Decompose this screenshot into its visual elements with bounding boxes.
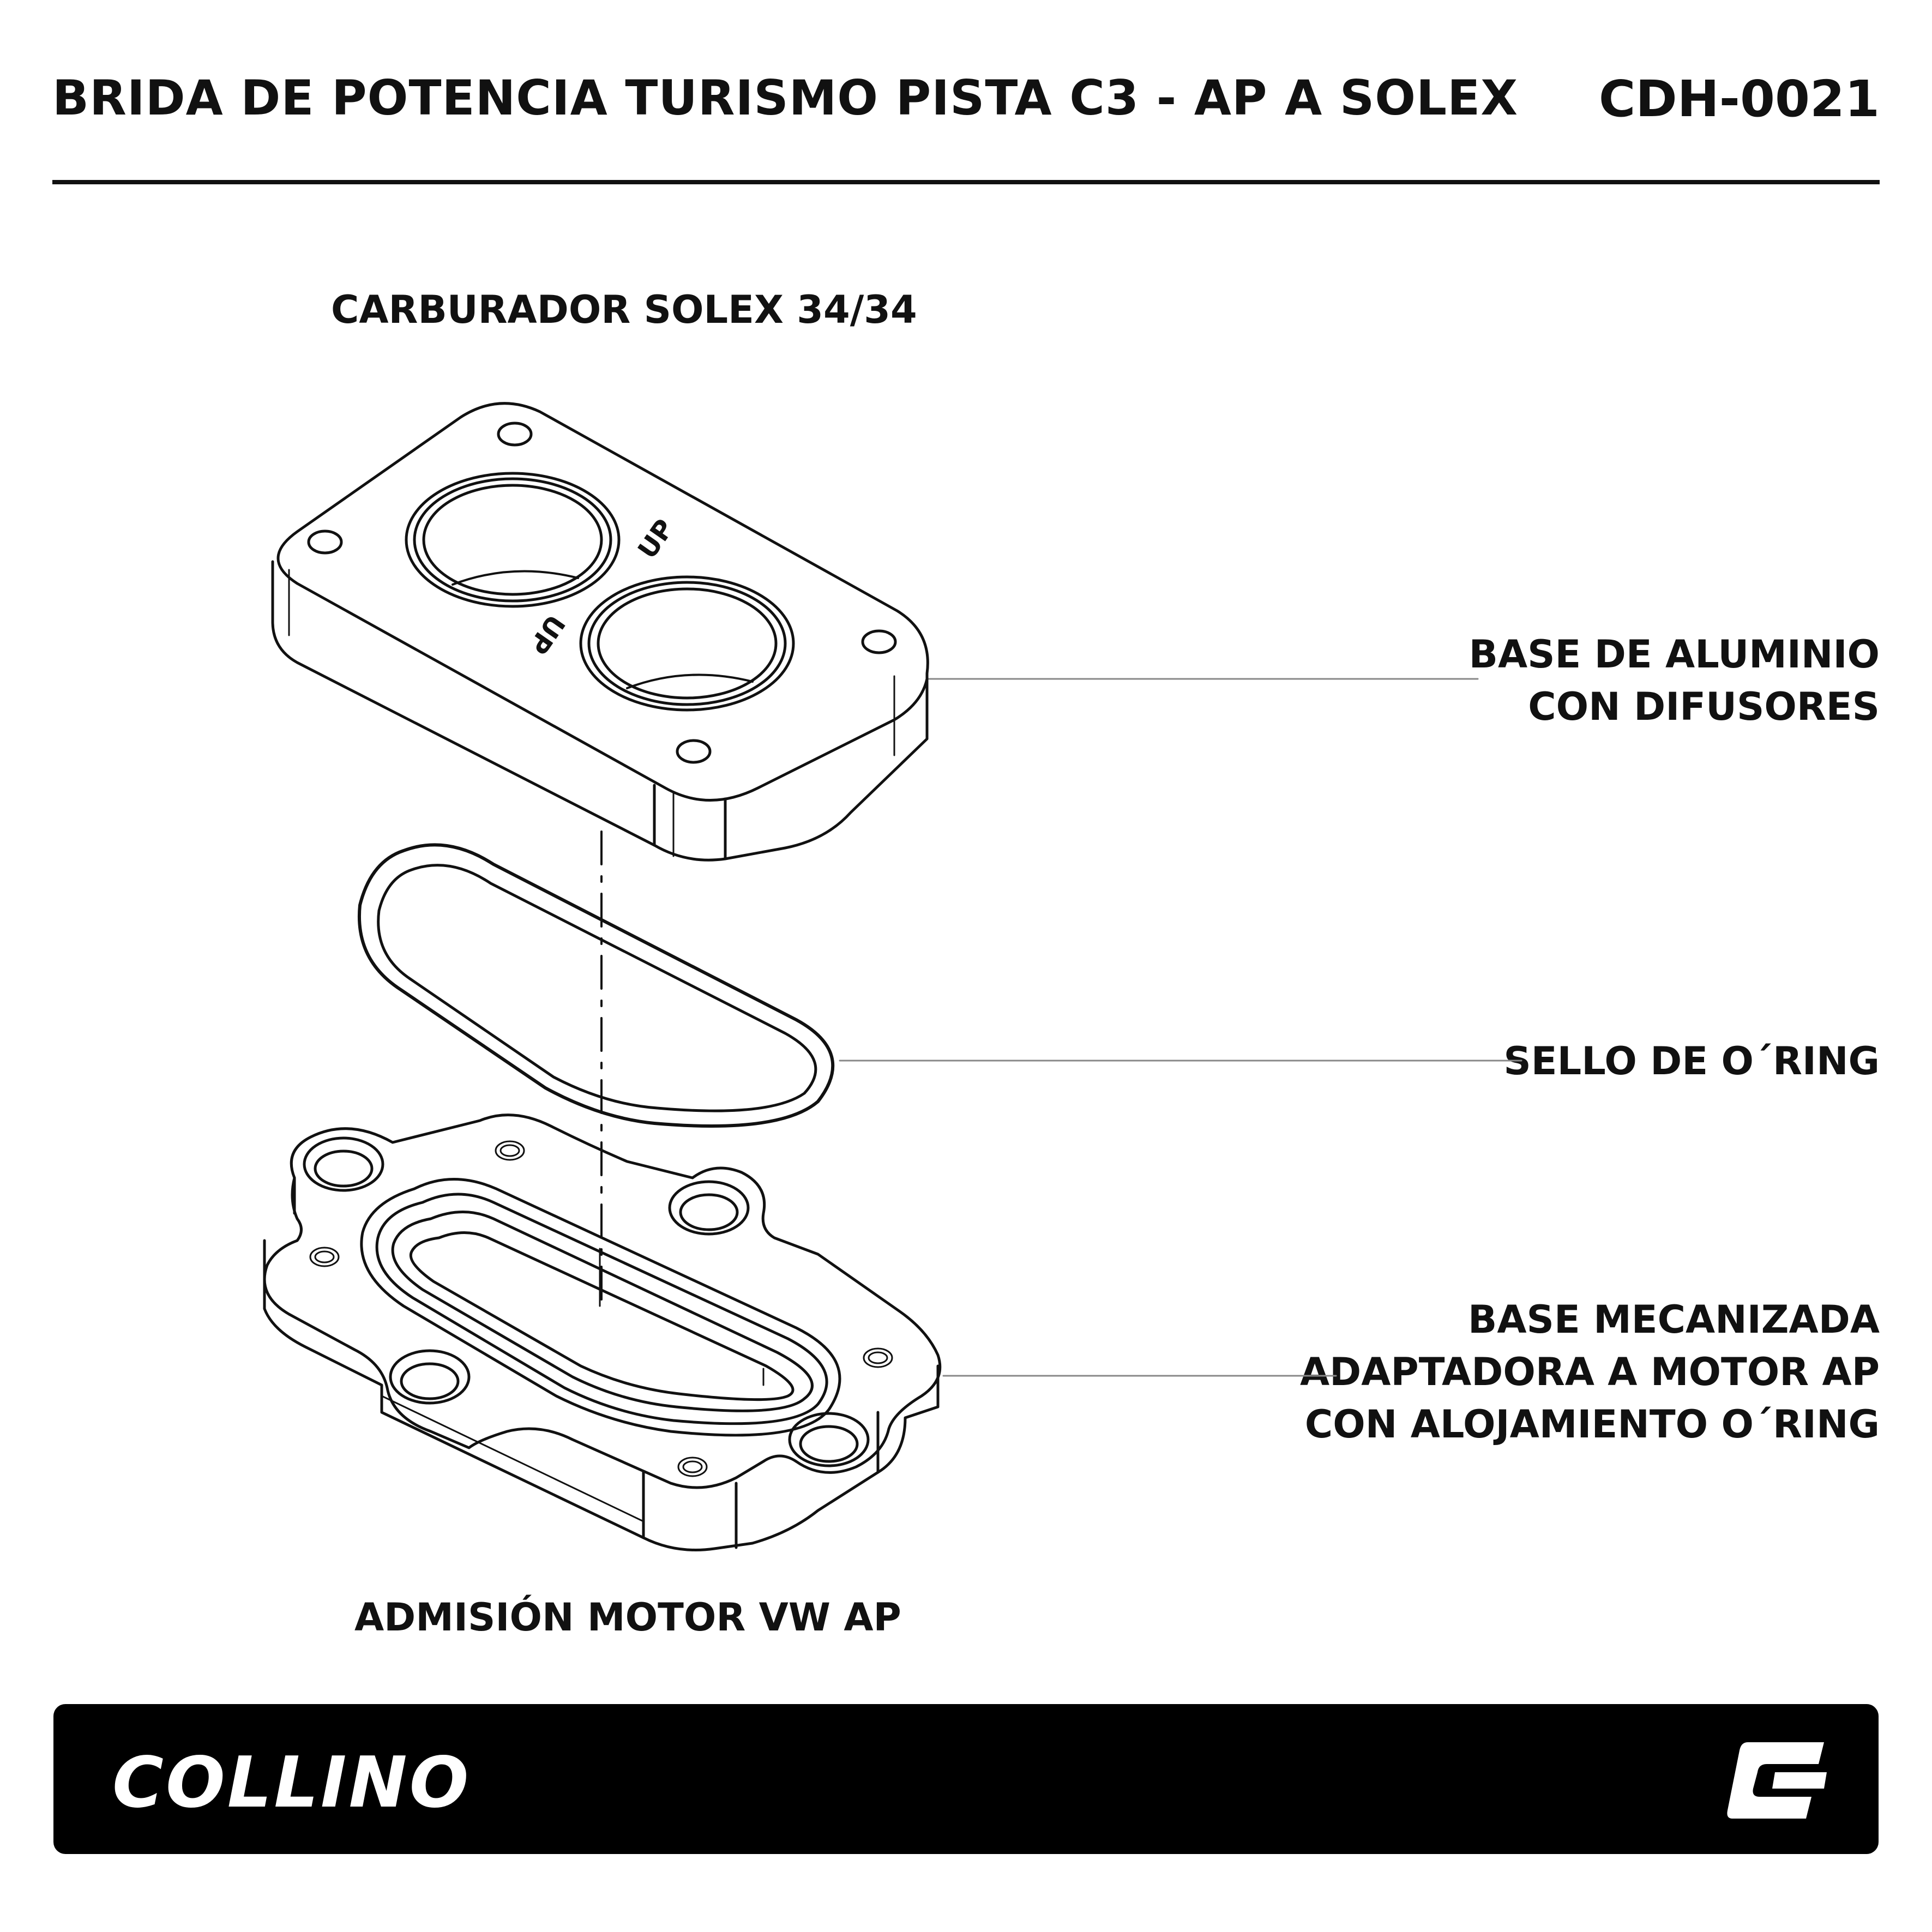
bolt-hole xyxy=(307,529,343,555)
oring-seal-part xyxy=(358,843,835,1128)
label-admision: ADMISIÓN MOTOR VW AP xyxy=(354,1595,901,1640)
label-base-aluminio-line-2: CON DIFUSORES xyxy=(1528,684,1880,729)
engraving-up-left: UP xyxy=(522,609,570,660)
label-base-aluminio: BASE DE ALUMINIO CON DIFUSORES xyxy=(1469,628,1880,733)
machined-base-top-face xyxy=(263,1114,942,1489)
machined-base-part xyxy=(263,1114,942,1551)
label-base-aluminio-line-1: BASE DE ALUMINIO xyxy=(1468,632,1880,677)
machined-base-sides xyxy=(263,1239,940,1551)
threaded-hole xyxy=(863,1347,893,1368)
brand-logo-text: COLLINO xyxy=(112,1742,471,1823)
threaded-hole xyxy=(495,1140,525,1161)
oring-groove-inner xyxy=(375,1193,828,1425)
aluminum-base-part: UP UP xyxy=(271,402,929,862)
collino-c-logo-icon xyxy=(1727,1742,1827,1819)
mounting-hole xyxy=(788,1412,870,1467)
label-sello-oring: SELLO DE O´RING xyxy=(1503,1039,1880,1084)
port-outer xyxy=(391,1211,814,1412)
diffuser-bore-right xyxy=(579,575,795,712)
oring-inner xyxy=(377,864,817,1112)
mounting-hole xyxy=(389,1349,471,1405)
oring-groove-outer xyxy=(360,1178,841,1437)
label-carburador: CARBURADOR SOLEX 34/34 xyxy=(331,287,917,332)
label-base-mecanizada-line-2: ADAPTADORA A MOTOR AP xyxy=(1299,1350,1880,1394)
threaded-hole xyxy=(677,1456,708,1477)
mounting-hole xyxy=(303,1136,384,1192)
engraving-up-right: UP xyxy=(632,514,680,564)
footer-bar: COLLINO xyxy=(53,1704,1879,1854)
header-divider xyxy=(52,180,1880,184)
threaded-hole xyxy=(309,1247,340,1267)
mounting-hole xyxy=(668,1180,750,1236)
page-title: BRIDA DE POTENCIA TURISMO PISTA C3 - AP … xyxy=(52,70,1519,126)
oring-outer xyxy=(358,843,835,1128)
label-base-mecanizada-line-3: CON ALOJAMIENTO O´RING xyxy=(1304,1402,1880,1447)
bolt-hole xyxy=(676,739,712,764)
label-base-mecanizada-line-1: BASE MECANIZADA xyxy=(1468,1297,1880,1342)
aluminum-base-sides xyxy=(271,560,929,862)
bolt-hole xyxy=(861,629,897,654)
leader-lines xyxy=(839,678,1522,1377)
label-base-mecanizada: BASE MECANIZADA ADAPTADORA A MOTOR AP CO… xyxy=(1300,1293,1880,1450)
diffuser-bore-left xyxy=(405,472,621,608)
port-inner xyxy=(410,1231,795,1401)
aluminum-base-top-face xyxy=(276,402,929,802)
part-code: CDH-0021 xyxy=(1598,70,1880,128)
bolt-hole xyxy=(497,422,533,447)
